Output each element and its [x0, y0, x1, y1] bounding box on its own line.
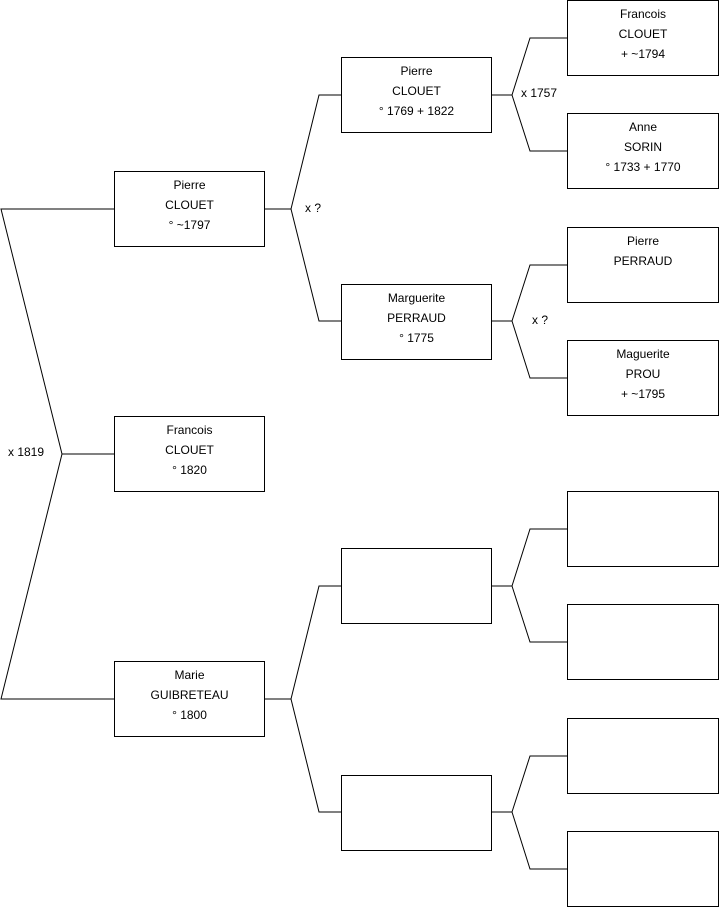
marriage-label-parents: x 1819 [8, 445, 45, 459]
person-surname: CLOUET [392, 84, 441, 98]
marriage-label-paternal-grandparents: x ? [305, 201, 322, 215]
person-surname: CLOUET [165, 198, 214, 212]
person-dates: ° 1820 [172, 463, 207, 477]
person-box-maternal-grandfather-mother[interactable] [567, 604, 719, 680]
person-box-maternal-grandfather[interactable] [341, 548, 492, 624]
person-surname: PERRAUD [613, 254, 673, 268]
person-box-paternal-grandmother-mother[interactable]: Maguerite PROU + ~1795 [567, 340, 719, 416]
person-given-name: Marguerite [387, 291, 446, 305]
person-given-name: Pierre [626, 234, 659, 248]
person-box-paternal-grandmother-father[interactable]: Pierre PERRAUD [567, 227, 719, 303]
person-box-maternal-grandmother-father[interactable] [567, 718, 719, 794]
person-dates: ° 1769 + 1822 [378, 104, 455, 118]
person-dates: ° ~1797 [168, 218, 211, 232]
person-given-name: Pierre [400, 64, 433, 78]
person-given-name: Maguerite [616, 347, 670, 361]
person-surname: PERRAUD [387, 311, 446, 325]
marriage-label-paternal-great-grandparents-1: x 1757 [521, 86, 558, 100]
person-box-paternal-grandfather-father[interactable]: Francois CLOUET + ~1794 [567, 0, 719, 76]
person-given-name: Marie [174, 668, 205, 682]
person-dates: ° 1733 + 1770 [605, 160, 681, 174]
person-given-name: Francois [619, 7, 666, 21]
person-box-maternal-grandfather-father[interactable] [567, 491, 719, 567]
person-surname: PROU [625, 367, 661, 381]
person-given-name: Pierre [173, 178, 206, 192]
person-surname: SORIN [623, 140, 662, 154]
person-dates: ° 1775 [399, 331, 434, 345]
person-dates: ° 1800 [172, 708, 207, 722]
person-surname: GUIBRETEAU [150, 688, 229, 702]
person-box-mother[interactable]: Marie GUIBRETEAU ° 1800 [114, 661, 265, 737]
person-box-maternal-grandmother[interactable] [341, 775, 492, 851]
person-box-paternal-grandmother[interactable]: Marguerite PERRAUD ° 1775 [341, 284, 492, 360]
person-box-paternal-grandfather-mother[interactable]: Anne SORIN ° 1733 + 1770 [567, 113, 719, 189]
person-dates: + ~1794 [620, 47, 666, 61]
person-given-name: Anne [628, 120, 658, 134]
person-box-father[interactable]: Pierre CLOUET ° ~1797 [114, 171, 265, 247]
person-dates: + ~1795 [620, 387, 666, 401]
marriage-label-paternal-great-grandparents-2: x ? [532, 313, 549, 327]
person-box-paternal-grandfather[interactable]: Pierre CLOUET ° 1769 + 1822 [341, 57, 492, 133]
person-box-maternal-grandmother-mother[interactable] [567, 831, 719, 907]
person-surname: CLOUET [618, 27, 668, 41]
person-given-name: Francois [166, 423, 213, 437]
person-surname: CLOUET [165, 443, 214, 457]
person-box-subject[interactable]: Francois CLOUET ° 1820 [114, 416, 265, 492]
